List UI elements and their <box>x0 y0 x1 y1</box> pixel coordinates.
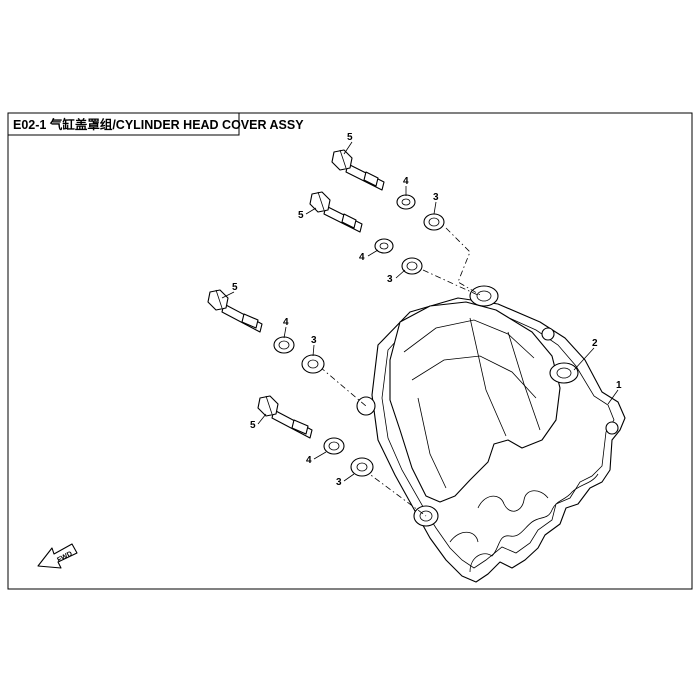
bolt-d[interactable] <box>257 395 313 439</box>
callout-gasket: 2 <box>592 338 598 349</box>
callout-grommet-b: 3 <box>387 274 393 285</box>
bolt-set-c <box>207 289 325 374</box>
callout-bolt-a: 5 <box>347 132 353 143</box>
bolt-set-d <box>257 395 374 477</box>
callout-washer-b: 4 <box>359 252 365 263</box>
callout-bolt-c: 5 <box>232 282 238 293</box>
grommet-a[interactable] <box>423 213 445 231</box>
assembly-lines <box>319 227 483 517</box>
callout-cover: 1 <box>616 380 622 391</box>
washer-d[interactable] <box>323 437 345 455</box>
callout-grommet-a: 3 <box>433 192 439 203</box>
diagram-title: E02-1 气缸盖罩组/CYLINDER HEAD COVER ASSY <box>13 117 304 132</box>
washer-b[interactable] <box>374 238 394 254</box>
callout-bolt-b: 5 <box>298 210 304 221</box>
diagram-frame <box>7 112 693 590</box>
title-box <box>7 112 240 136</box>
callout-grommet-d: 3 <box>336 477 342 488</box>
cylinder-head-cover[interactable] <box>356 285 626 583</box>
grommet-c[interactable] <box>301 354 325 374</box>
bolt-b[interactable] <box>309 191 363 233</box>
cover-boss-right <box>549 362 579 384</box>
grommet-b[interactable] <box>401 257 423 275</box>
bolt-c[interactable] <box>207 289 263 333</box>
callout-washer-c: 4 <box>283 317 289 328</box>
callout-numbers: 5 4 3 5 4 3 5 4 3 5 4 3 2 1 <box>232 132 622 488</box>
callout-grommet-c: 3 <box>311 335 317 346</box>
bolt-set-b <box>309 191 423 275</box>
washer-a[interactable] <box>396 194 416 210</box>
cover-boss-top <box>469 285 499 307</box>
cover-tab-front <box>605 421 619 435</box>
callout-washer-a: 4 <box>403 176 409 187</box>
callout-bolt-d: 5 <box>250 420 256 431</box>
cover-tab-right <box>541 327 555 341</box>
cover-boss-left <box>356 396 376 416</box>
leader-lines <box>221 141 619 482</box>
fwd-arrow-icon: FWD <box>37 543 78 569</box>
bolt-a[interactable] <box>331 149 385 191</box>
bolt-set-a <box>331 149 445 231</box>
callout-washer-d: 4 <box>306 455 312 466</box>
grommet-d[interactable] <box>350 457 374 477</box>
washer-c[interactable] <box>273 336 295 354</box>
